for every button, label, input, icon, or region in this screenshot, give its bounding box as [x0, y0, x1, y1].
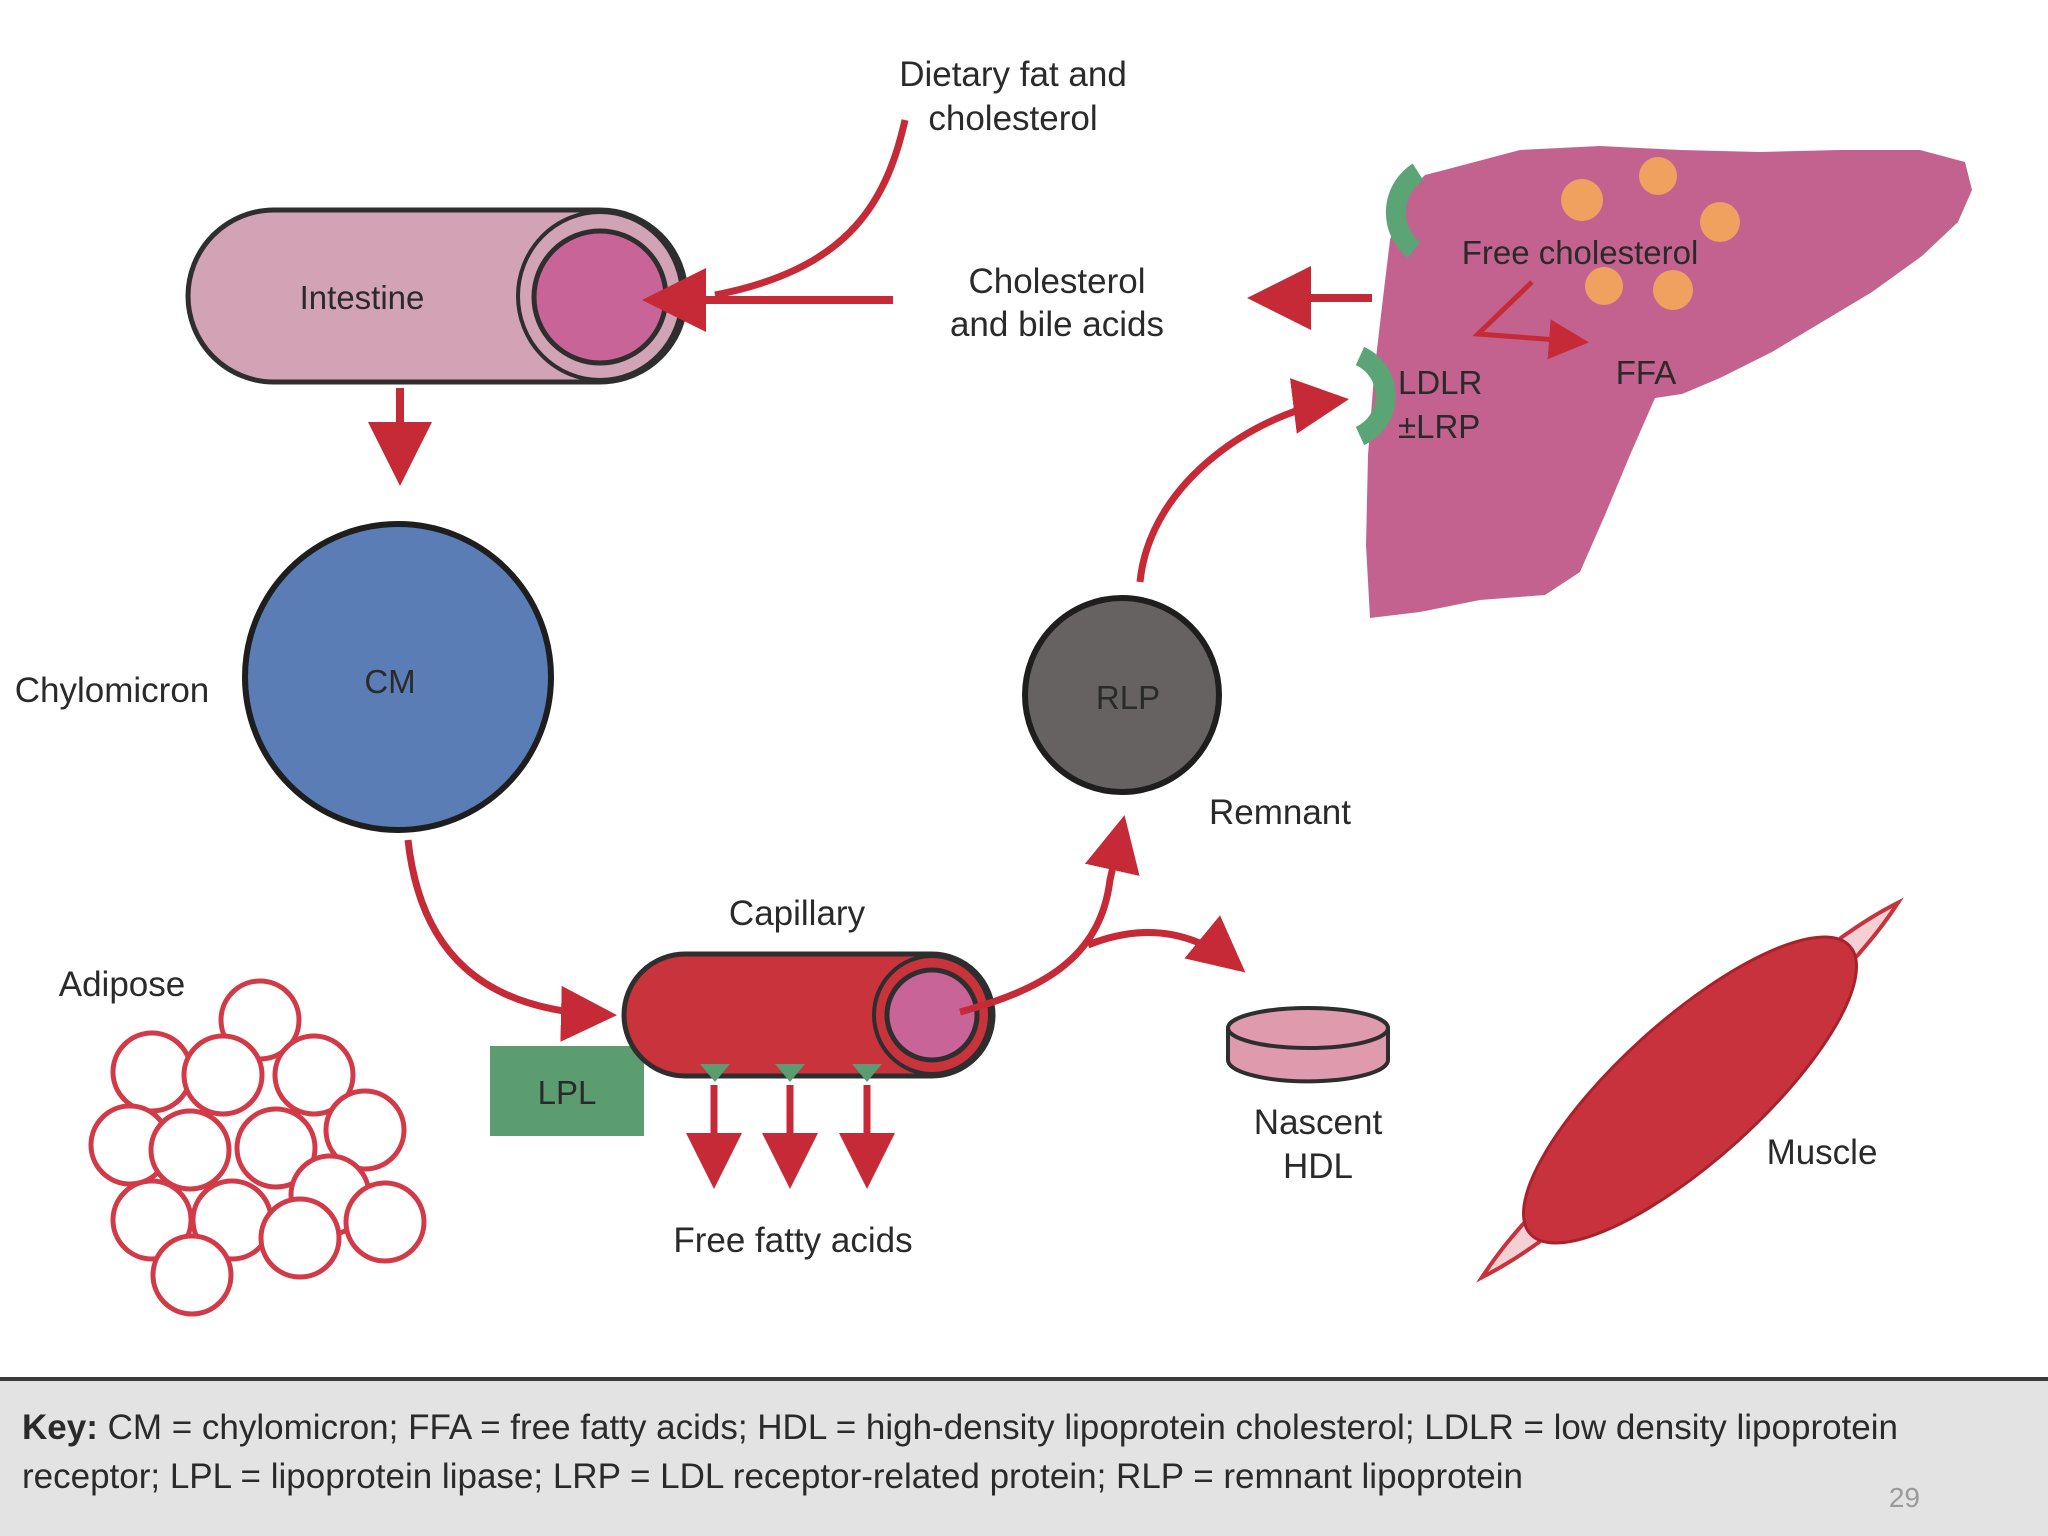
- capillary-to-hdl-arrow: [1086, 915, 1246, 973]
- cm-label: CM: [364, 663, 415, 700]
- free-fatty-acids-label: Free fatty acids: [673, 1221, 912, 1260]
- adipose-cluster: [88, 978, 427, 1317]
- key-definitions: CM = chylomicron; FFA = free fatty acids…: [22, 1408, 1898, 1496]
- cholesterol-dot: [1585, 267, 1623, 305]
- capillary-to-rlp-arrow: [959, 815, 1140, 1016]
- adipocyte: [234, 1106, 318, 1190]
- key-heading: Key:: [22, 1408, 98, 1447]
- cm-to-capillary-arrow: [404, 839, 617, 1042]
- muscle-shape: [1476, 897, 1904, 1283]
- lpl-enzyme: [775, 1064, 805, 1082]
- rlp-to-liver-arrow: [1136, 378, 1349, 583]
- cholesterol-dot: [1653, 270, 1693, 310]
- chylomicron-label: Chylomicron: [15, 671, 210, 710]
- adipocyte: [323, 1088, 407, 1172]
- nascent-hdl-label-2: HDL: [1283, 1147, 1353, 1186]
- lpl-label: LPL: [538, 1074, 597, 1111]
- lpl-enzyme: [700, 1064, 730, 1082]
- ffa-label: FFA: [1616, 354, 1677, 391]
- lpl-box: [490, 1046, 644, 1136]
- nascent-hdl-top: [1226, 1006, 1390, 1050]
- nascent-hdl-label: Nascent: [1254, 1103, 1383, 1142]
- adipocyte: [181, 1033, 265, 1117]
- cholesterol-dot: [1561, 179, 1603, 221]
- cholesterol-label: Cholesterol: [968, 262, 1145, 301]
- dietary-fat-label-2: cholesterol: [928, 99, 1097, 138]
- bile-acids-label: and bile acids: [950, 305, 1164, 344]
- rlp-particle: [1022, 595, 1222, 795]
- key-text-block: Key: CM = chylomicron; FFA = free fatty …: [22, 1403, 2012, 1501]
- lpl-enzyme: [852, 1064, 882, 1082]
- muscle-label: Muscle: [1767, 1133, 1878, 1172]
- capillary-lumen: [884, 967, 980, 1063]
- cholesterol-dot: [1700, 202, 1740, 242]
- cholesterol-dot: [1639, 157, 1677, 195]
- adipocyte: [343, 1180, 427, 1264]
- dietary-fat-curve: [714, 119, 909, 299]
- lrp-label: ±LRP: [1398, 408, 1480, 445]
- intestine-lumen: [531, 228, 669, 366]
- rlp-label: RLP: [1096, 679, 1160, 716]
- receptor-upper: [1385, 163, 1424, 258]
- ldlr-label: LDLR: [1398, 364, 1482, 401]
- liver-shape: [1366, 146, 1972, 618]
- key-legend: Key: CM = chylomicron; FFA = free fatty …: [0, 1377, 2048, 1536]
- chylomicron-particle: [242, 521, 554, 833]
- dietary-fat-label: Dietary fat and: [899, 55, 1127, 94]
- adipocyte: [110, 1030, 194, 1114]
- adipocyte: [148, 1108, 232, 1192]
- capillary-label: Capillary: [729, 894, 866, 933]
- intestine-label: Intestine: [300, 279, 425, 316]
- liver-conversion-arrow: [1472, 280, 1589, 360]
- free-cholesterol-label: Free cholesterol: [1462, 234, 1699, 271]
- page-number: 29: [1888, 1482, 1920, 1513]
- adipocyte: [150, 1233, 234, 1317]
- adipose-label: Adipose: [59, 965, 185, 1004]
- adipocyte: [272, 1033, 356, 1117]
- remnant-label: Remnant: [1209, 793, 1351, 832]
- ldlr-receptor: [1355, 346, 1396, 446]
- adipocyte: [258, 1196, 342, 1280]
